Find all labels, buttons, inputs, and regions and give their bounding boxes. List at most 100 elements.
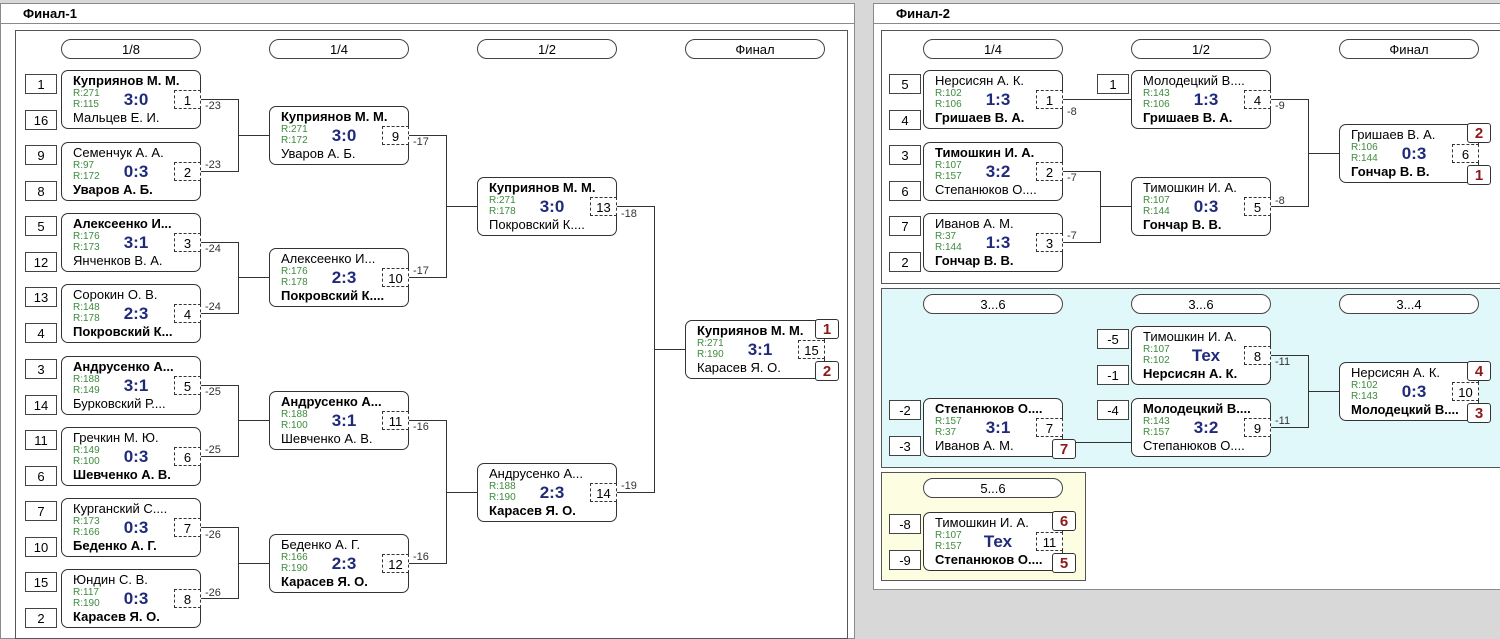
player-1-rating: R:166	[281, 552, 308, 563]
loser-ref: -18	[621, 208, 637, 220]
match-box-13[interactable]: Куприянов М. М. R:271 R:178 3:0 13 Покро…	[477, 177, 617, 236]
match-score: 2:3	[123, 304, 149, 323]
match-box-f2-7[interactable]: Степанюков О.... R:157 R:37 3:1 7 Иванов…	[923, 398, 1063, 457]
match-number: 2	[1036, 162, 1063, 181]
player-2-name: Мальцев Е. И.	[73, 110, 160, 125]
player-2-rating: R:100	[73, 456, 100, 467]
match-number: 1	[1036, 90, 1063, 109]
bracket-line	[201, 171, 239, 172]
match-box-4[interactable]: Сорокин О. В. R:148 R:178 2:3 4 Покровск…	[61, 284, 201, 343]
player-2-name: Гончар В. В.	[935, 253, 1014, 268]
seed-box: 6	[889, 181, 921, 201]
match-box-9[interactable]: Куприянов М. М. R:271 R:172 3:0 9 Уваров…	[269, 106, 409, 165]
match-score: 0:3	[123, 162, 149, 181]
match-box-f2-3[interactable]: Иванов А. М. R:37 R:144 1:3 3 Гончар В. …	[923, 213, 1063, 272]
seed-box: 2	[889, 252, 921, 272]
bracket-line	[1308, 153, 1339, 154]
match-box-f2-11[interactable]: Тимошкин И. А. R:107 R:157 Тех 11 Степан…	[923, 512, 1063, 571]
player-1-name: Юндин С. В.	[73, 572, 148, 587]
match-score: 2:3	[331, 554, 357, 573]
seed-box: -4	[1097, 400, 1129, 420]
match-box-6[interactable]: Гречкин М. Ю. R:149 R:100 0:3 6 Шевченко…	[61, 427, 201, 486]
loser-ref: -8	[1275, 195, 1285, 207]
match-score: 1:3	[985, 233, 1011, 252]
match-number: 10	[382, 268, 409, 287]
match-box-12[interactable]: Беденко А. Г. R:166 R:190 2:3 12 Карасев…	[269, 534, 409, 593]
player-2-name: Иванов А. М.	[935, 438, 1014, 453]
player-2-name: Карасев Я. О.	[73, 609, 160, 624]
player-2-name: Карасев Я. О.	[281, 574, 368, 589]
match-score: 3:2	[985, 162, 1011, 181]
match-score: Тех	[1191, 346, 1221, 365]
player-1-rating: R:107	[935, 530, 962, 541]
bracket-line	[409, 135, 447, 136]
place-badge: 4	[1467, 361, 1491, 381]
player-1-rating: R:106	[1351, 142, 1378, 153]
match-box-3[interactable]: Алексеенко И... R:176 R:173 3:1 3 Янченк…	[61, 213, 201, 272]
match-score: 1:3	[985, 90, 1011, 109]
player-1-name: Алексеенко И...	[281, 251, 376, 266]
bracket-line	[238, 242, 239, 314]
match-box-1[interactable]: Куприянов М. М. R:271 R:115 3:0 1 Мальце…	[61, 70, 201, 129]
bracket-line	[409, 277, 447, 278]
player-2-rating: R:172	[281, 135, 308, 146]
place-badge: 2	[815, 361, 839, 381]
player-2-rating: R:149	[73, 385, 100, 396]
player-1-name: Гречкин М. Ю.	[73, 430, 159, 445]
panel-title: Финал-2	[874, 4, 1500, 24]
match-box-f2-2[interactable]: Тимошкин И. А. R:107 R:157 3:2 2 Степаню…	[923, 142, 1063, 201]
bracket-line	[654, 349, 685, 350]
player-1-name: Молодецкий В....	[1143, 401, 1251, 416]
bracket-line	[201, 99, 239, 100]
match-number: 9	[1244, 418, 1271, 437]
seed-box: 4	[25, 323, 57, 343]
bracket-line	[201, 385, 239, 386]
bracket-line	[1063, 171, 1101, 172]
match-box-2[interactable]: Семенчук А. А. R:97 R:172 0:3 2 Уваров А…	[61, 142, 201, 201]
player-1-name: Андрусенко А...	[489, 466, 583, 481]
match-box-f2-6[interactable]: Гришаев В. А. R:106 R:144 0:3 6 Гончар В…	[1339, 124, 1479, 183]
loser-ref: -16	[413, 551, 429, 563]
loser-ref: -17	[413, 136, 429, 148]
player-1-name: Куприянов М. М.	[489, 180, 596, 195]
seed-box: 16	[25, 110, 57, 130]
match-box-f2-5[interactable]: Тимошкин И. А. R:107 R:144 0:3 5 Гончар …	[1131, 177, 1271, 236]
match-box-15[interactable]: Куприянов М. М. R:271 R:190 3:1 15 Карас…	[685, 320, 825, 379]
match-box-f2-10[interactable]: Нерсисян А. К. R:102 R:143 0:3 10 Молоде…	[1339, 362, 1479, 421]
seed-box: -9	[889, 550, 921, 570]
round-header-1-4: 1/4	[269, 39, 409, 59]
bracket-line	[1063, 242, 1101, 243]
player-1-name: Гришаев В. А.	[1351, 127, 1436, 142]
round-header-1-2: 1/2	[1131, 39, 1271, 59]
seed-box: 7	[889, 216, 921, 236]
round-header-1-2: 1/2	[477, 39, 617, 59]
match-box-f2-9[interactable]: Молодецкий В.... R:143 R:157 3:2 9 Степа…	[1131, 398, 1271, 457]
match-box-8[interactable]: Юндин С. В. R:117 R:190 0:3 8 Карасев Я.…	[61, 569, 201, 628]
player-2-rating: R:144	[1143, 206, 1170, 217]
bracket-line	[201, 456, 239, 457]
match-box-f2-1[interactable]: Нерсисян А. К. R:102 R:106 1:3 1 Гришаев…	[923, 70, 1063, 129]
match-score: 0:3	[123, 518, 149, 537]
seed-box: 3	[889, 145, 921, 165]
match-score: 3:2	[1193, 418, 1219, 437]
match-box-11[interactable]: Андрусенко А... R:188 R:100 3:1 11 Шевче…	[269, 391, 409, 450]
match-box-f2-4[interactable]: Молодецкий В.... R:143 R:106 1:3 4 Гриша…	[1131, 70, 1271, 129]
match-box-14[interactable]: Андрусенко А... R:188 R:190 2:3 14 Карас…	[477, 463, 617, 522]
match-number: 7	[174, 518, 201, 537]
player-2-name: Уваров А. Б.	[281, 146, 356, 161]
match-score: 3:1	[123, 376, 149, 395]
match-score: 2:3	[539, 483, 565, 502]
player-2-rating: R:106	[1143, 99, 1170, 110]
loser-ref: -11	[1275, 415, 1291, 427]
bracket-line	[201, 598, 239, 599]
bracket-line	[238, 420, 269, 421]
panel-title: Финал-1	[1, 4, 854, 24]
match-box-7[interactable]: Курганский С.... R:173 R:166 0:3 7 Беден…	[61, 498, 201, 557]
player-1-rating: R:188	[73, 374, 100, 385]
match-box-5[interactable]: Андрусенко А... R:188 R:149 3:1 5 Бурков…	[61, 356, 201, 415]
match-box-10[interactable]: Алексеенко И... R:176 R:178 2:3 10 Покро…	[269, 248, 409, 307]
match-number: 11	[382, 411, 409, 430]
place-badge: 7	[1052, 439, 1076, 459]
player-1-rating: R:102	[935, 88, 962, 99]
match-box-f2-8[interactable]: Тимошкин И. А. R:107 R:102 Тех 8 Нерсися…	[1131, 326, 1271, 385]
